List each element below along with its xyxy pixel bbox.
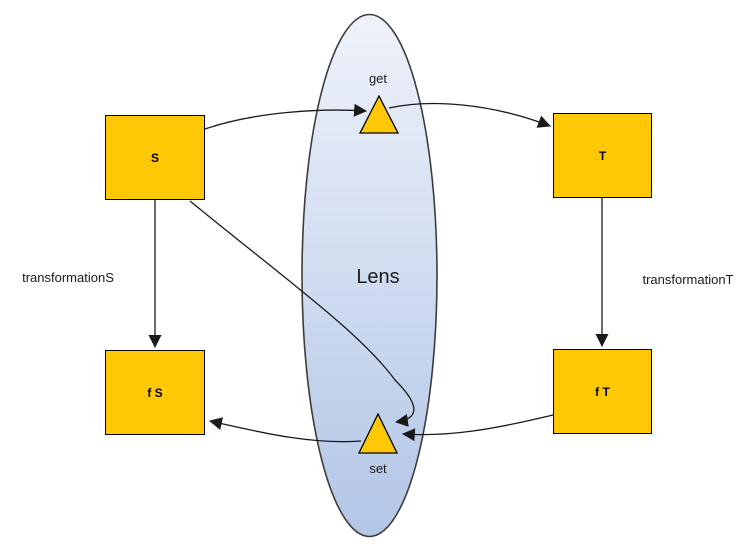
- edge-s-to-set: [189, 200, 415, 427]
- get-label: get: [368, 71, 388, 86]
- set-triangle-icon: [357, 412, 399, 454]
- edge-get-to-t: [388, 102, 551, 128]
- node-f-s: f S: [105, 350, 205, 435]
- edge-ft-to-set: [401, 414, 554, 442]
- node-f-t: f T: [553, 349, 652, 434]
- lens-title: Lens: [356, 266, 400, 288]
- transformation-s-label: transformationS: [22, 270, 114, 285]
- node-t: T: [553, 113, 652, 198]
- node-s: S: [105, 115, 205, 200]
- transformation-t-label: transformationT: [642, 272, 734, 287]
- lens-ellipse: [301, 13, 438, 538]
- edge-set-to-fs: [208, 417, 362, 443]
- edge-s-to-get: [204, 103, 368, 130]
- get-triangle-icon: [358, 94, 400, 134]
- set-label: set: [369, 461, 387, 476]
